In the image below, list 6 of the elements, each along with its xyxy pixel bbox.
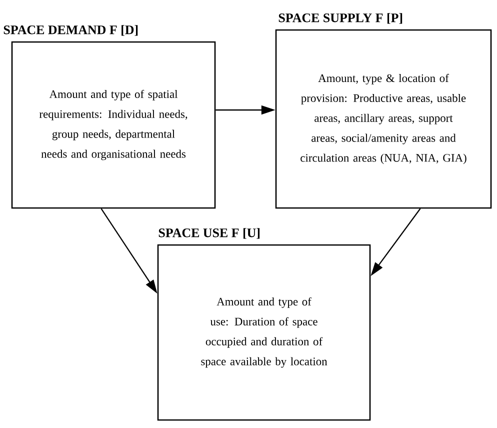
text-box: Amount, type & location of provision: Productive areas, usable areas, ancillary areas, support areas, social/amenity areas and circulation areas (NUA, NIA, GIA) xyxy=(275,29,492,209)
text-box: Amount and type of spatial requirements: Individual needs, group needs, departmental needs and organisational needs xyxy=(11,41,216,209)
box-heading: SPACE USE F [U] xyxy=(158,228,260,239)
box-heading: SPACE DEMAND F [D] xyxy=(4,25,138,36)
box-heading: SPACE SUPPLY F [P] xyxy=(278,13,402,24)
text-box: Amount and type of use: Duration of space occupied and duration of space available by location xyxy=(157,244,371,421)
